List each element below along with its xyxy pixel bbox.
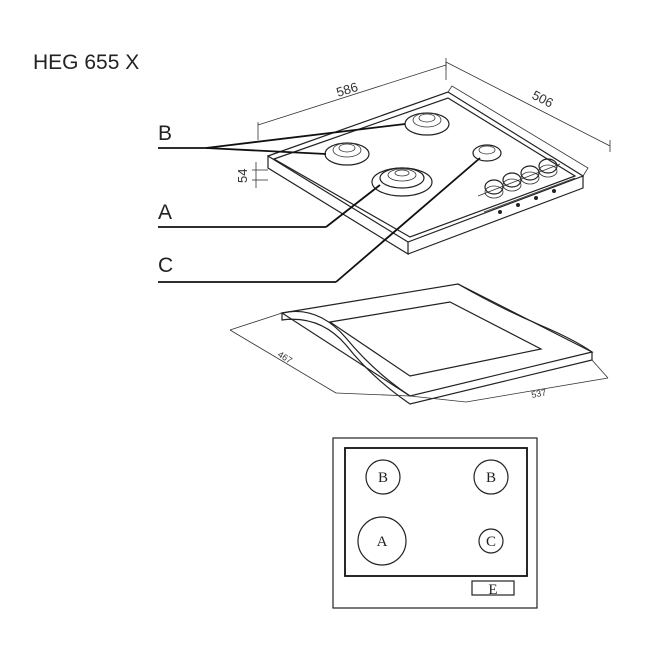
controls-box-label: E <box>488 582 497 598</box>
dimension-cutout-width-label: 537 <box>530 387 547 400</box>
dimension-width: 586 <box>257 62 447 140</box>
callout-c: C <box>158 157 481 283</box>
callout-c-label: C <box>158 254 173 277</box>
zone-front-left: A <box>357 516 407 566</box>
dimension-cutout-depth-label: 467 <box>276 349 294 365</box>
dimension-cutout-width: 537 <box>409 359 609 403</box>
burner-front-right <box>472 144 502 162</box>
dimension-depth: 506 <box>445 58 611 152</box>
zone-front-right-label: C <box>486 534 496 550</box>
zone-rear-right-label: B <box>486 470 496 486</box>
cutout-diagram: 467 537 <box>229 283 609 405</box>
zone-front-right: C <box>478 528 504 554</box>
model-title: HEG 655 X <box>33 51 139 74</box>
burner-rear-right <box>404 112 450 136</box>
zone-front-left-label: A <box>377 534 388 550</box>
callout-b: B <box>158 122 406 155</box>
zone-rear-left-label: B <box>378 470 388 486</box>
burner-front-left <box>371 167 433 197</box>
control-knobs <box>484 158 558 214</box>
callout-b-label: B <box>158 122 172 145</box>
callout-a: A <box>158 184 381 228</box>
zone-rear-left: B <box>365 459 401 495</box>
hob-isometric: 586 506 <box>158 58 611 283</box>
dimension-height: 54 <box>235 162 268 188</box>
layout-diagram: B B A C E <box>332 437 538 609</box>
hob-body <box>266 85 589 256</box>
dimension-width-label: 586 <box>334 79 359 100</box>
callout-a-label: A <box>158 201 172 224</box>
zone-rear-right: B <box>473 459 509 495</box>
burner-rear-left <box>324 142 370 166</box>
controls-box: E <box>471 580 515 598</box>
dimension-height-label: 54 <box>235 169 250 183</box>
